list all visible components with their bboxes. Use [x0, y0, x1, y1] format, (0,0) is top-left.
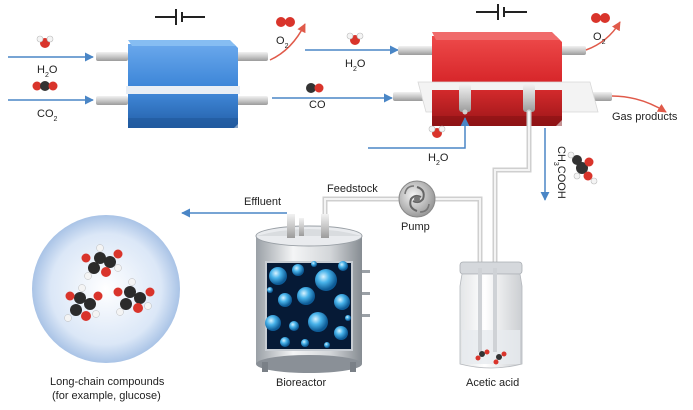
gas-products-arrow [611, 95, 667, 113]
long-chain-compounds-sphere [32, 215, 180, 363]
acetate-molecule-icon [567, 151, 598, 185]
water-molecule-icon [36, 35, 54, 48]
oxygen-molecule-icon [276, 17, 295, 27]
acetic-acid-jar [459, 261, 523, 369]
long-chain-label-line2: (for example, glucose) [52, 390, 161, 402]
co2-label-left: CO2 [37, 108, 58, 123]
o2-label-right: O2 [593, 31, 606, 46]
o2-output-right: O2 [585, 13, 621, 51]
o2-output-arrow-right [585, 21, 621, 51]
glucose-molecule-2 [64, 284, 103, 322]
h2o-label-bottom: H2O [428, 152, 449, 167]
glucose-molecule-3 [113, 278, 155, 316]
power-supply-symbol [155, 9, 205, 25]
o2-output-left: O2 [269, 17, 306, 61]
left-inputs: H2O CO2 [8, 35, 94, 123]
acetic-acid-output: CH3COOH [540, 128, 598, 201]
pump-label: Pump [401, 221, 430, 233]
gas-products-output: Gas products [611, 95, 678, 123]
acetate-molecules-in-jar [475, 349, 507, 365]
co-electrolyzer [393, 4, 612, 126]
h2o-bottom-input: H2O [368, 117, 470, 167]
h2o-bottom-arrow [368, 117, 470, 149]
o2-label-left: O2 [276, 35, 289, 50]
pump [398, 180, 436, 218]
bioreactor [255, 214, 370, 373]
o2-output-arrow-left [269, 23, 306, 61]
h2o-label-left: H2O [37, 64, 58, 79]
water-molecule-icon-bottom [428, 125, 446, 138]
co2-molecule-icon [32, 81, 58, 91]
oxygen-molecule-icon-right [591, 13, 610, 23]
cell-bubbles [265, 261, 351, 348]
co2-electrolyzer [96, 9, 268, 128]
feedstock-label: Feedstock [327, 183, 378, 195]
effluent-output: Effluent [181, 196, 287, 218]
co-molecule-icon [306, 83, 324, 93]
co-label: CO [309, 99, 326, 111]
long-chain-label-line1: Long-chain compounds [50, 376, 165, 388]
glucose-molecule-1 [81, 244, 123, 280]
effluent-label: Effluent [244, 196, 281, 208]
tubing [322, 109, 532, 271]
water-molecule-icon-mid [346, 32, 364, 45]
gas-products-label: Gas products [612, 111, 678, 123]
h2o-label-mid: H2O [345, 58, 366, 73]
power-supply-symbol-2 [476, 4, 527, 20]
acetic-acid-label: Acetic acid [466, 377, 519, 389]
bioreactor-label: Bioreactor [276, 377, 326, 389]
ch3cooh-label: CH3COOH [553, 146, 568, 199]
middle-inputs: H2O CO [272, 32, 399, 111]
